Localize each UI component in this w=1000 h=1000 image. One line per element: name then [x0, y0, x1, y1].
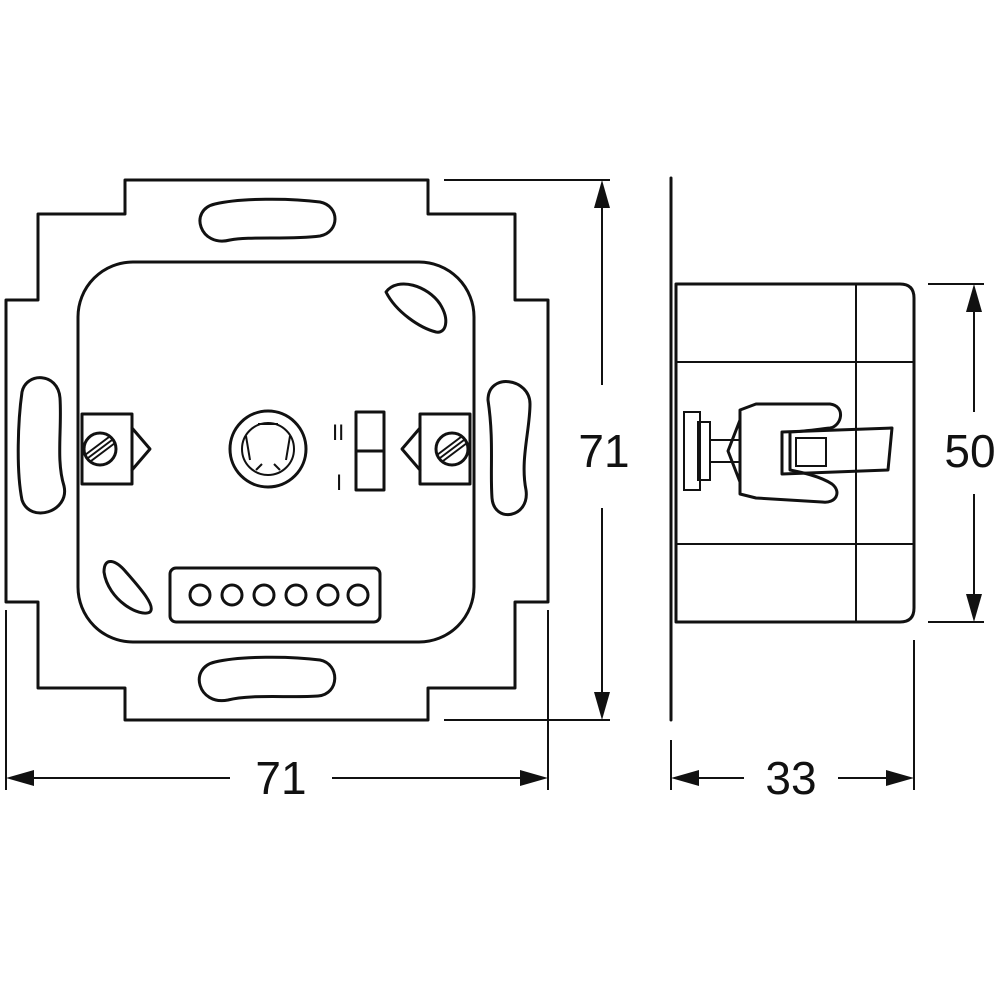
side-depth-label: 33 [765, 752, 816, 804]
right-terminal-screw-icon [434, 431, 470, 467]
left-terminal-screw-icon [82, 431, 118, 467]
left-slot [16, 376, 66, 515]
right-slot [486, 380, 532, 516]
side-depth-dimension: 33 [670, 640, 915, 804]
side-height-label: 50 [944, 425, 995, 477]
side-terminal-clip [683, 402, 894, 504]
rotary-knob [228, 409, 308, 489]
side-view [669, 176, 916, 722]
front-height-label: 71 [578, 425, 629, 477]
bottom-slot [197, 655, 337, 703]
top-slot [198, 197, 337, 243]
device-body [76, 260, 476, 644]
switch-mark-upper: II [332, 420, 344, 445]
mounting-frame [4, 178, 550, 722]
side-body [674, 282, 916, 624]
switch-mark-lower: I [336, 470, 342, 495]
front-width-label: 71 [255, 752, 306, 804]
corner-tab-top-right [384, 282, 448, 334]
left-terminal [80, 412, 152, 486]
terminal-block [168, 566, 382, 624]
mode-switch: II I [332, 410, 386, 495]
right-terminal [400, 412, 472, 486]
front-view: II I [4, 178, 550, 722]
side-height-dimension: 50 [928, 283, 996, 623]
front-width-dimension: 71 [5, 610, 549, 804]
front-height-dimension: 71 [444, 179, 630, 721]
corner-tab-bottom-left [102, 560, 153, 615]
